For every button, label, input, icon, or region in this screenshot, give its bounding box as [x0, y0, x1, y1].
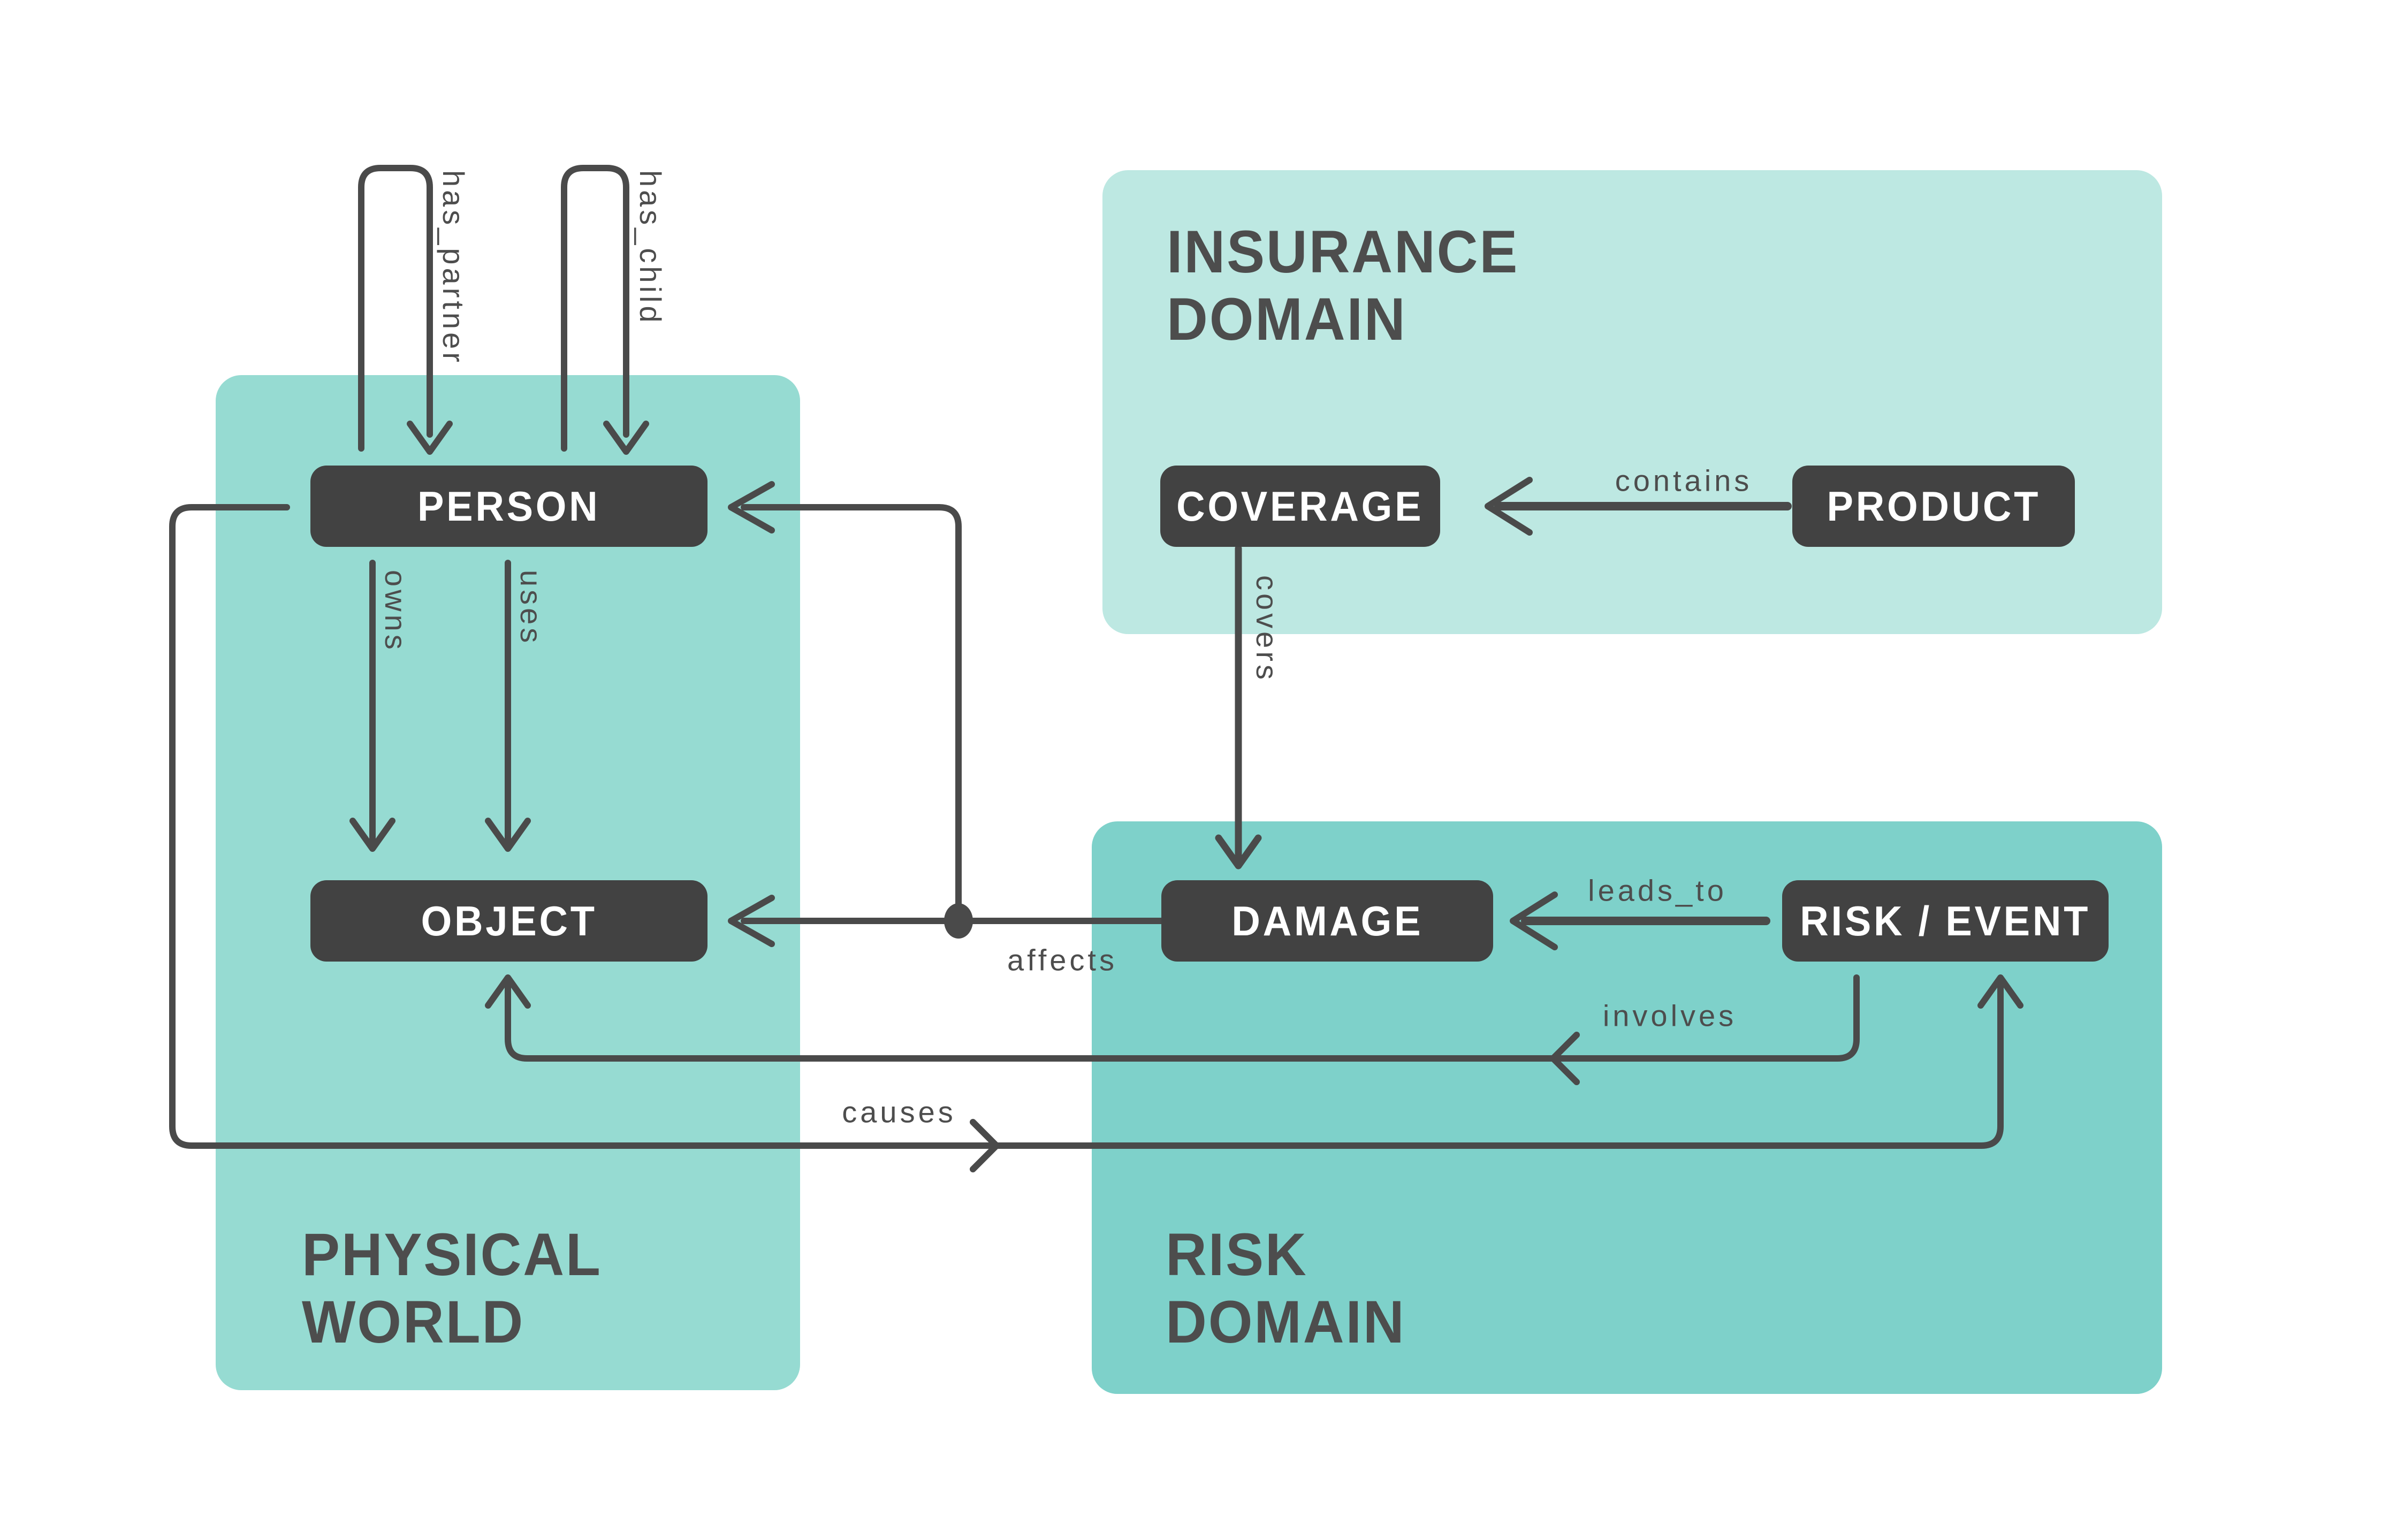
arrowhead-left-icon: [728, 481, 775, 533]
edge-causes-line: [169, 504, 2004, 1149]
arrowhead-down-icon: [349, 818, 395, 852]
edge-label-contains: contains: [1615, 463, 1753, 498]
edge-has-partner-line: [358, 165, 433, 452]
arrowhead-up-icon: [1977, 974, 2023, 1009]
node-object-label: OBJECT: [421, 897, 597, 944]
node-object: OBJECT: [310, 880, 707, 962]
edge-has-child-line: [561, 165, 629, 452]
insurance-domain-region: [1102, 170, 2162, 634]
edge-involves-line: [505, 974, 1860, 1062]
edge-label-owns: owns: [379, 570, 413, 653]
node-risk-event-label: RISK / EVENT: [1800, 897, 2091, 944]
edge-label-uses: uses: [514, 570, 548, 646]
edge-label-covers: covers: [1250, 575, 1284, 683]
edge-label-has-child: has_child: [634, 170, 667, 326]
arrowhead-down-icon: [1215, 834, 1262, 870]
arrowhead-down-icon: [407, 421, 453, 455]
risk-domain-title: RISK DOMAIN: [1166, 1221, 1406, 1355]
node-coverage: COVERAGE: [1160, 466, 1440, 547]
node-damage: DAMAGE: [1161, 880, 1493, 962]
node-product-label: PRODUCT: [1827, 482, 2041, 530]
arrowhead-left-icon: [728, 895, 775, 947]
node-damage-label: DAMAGE: [1231, 897, 1423, 944]
node-coverage-label: COVERAGE: [1176, 482, 1424, 530]
arrowhead-down-icon: [485, 818, 531, 852]
edge-affects-line-to-person: [741, 504, 962, 920]
arrowhead-left-icon: [1485, 477, 1533, 536]
node-risk-event: RISK / EVENT: [1782, 880, 2109, 962]
edge-label-has-partner: has_partner: [437, 170, 470, 365]
arrowhead-left-icon: [1550, 1032, 1580, 1085]
arrowhead-down-icon: [603, 421, 649, 455]
edge-label-involves: involves: [1602, 998, 1737, 1033]
junction-dot: [944, 903, 973, 939]
physical-world-title: PHYSICAL WORLD: [302, 1221, 602, 1355]
edge-label-affects: affects: [1007, 943, 1117, 977]
arrowhead-left-icon: [1510, 891, 1558, 950]
node-person-label: PERSON: [417, 482, 600, 530]
node-product: PRODUCT: [1792, 466, 2075, 547]
insurance-domain-title: INSURANCE DOMAIN: [1167, 218, 1519, 353]
arrowhead-right-icon: [970, 1119, 1000, 1172]
node-person: PERSON: [310, 466, 707, 547]
arrowhead-up-icon: [485, 974, 531, 1009]
edge-label-causes: causes: [842, 1095, 956, 1129]
edge-label-leads-to: leads_to: [1588, 873, 1727, 908]
